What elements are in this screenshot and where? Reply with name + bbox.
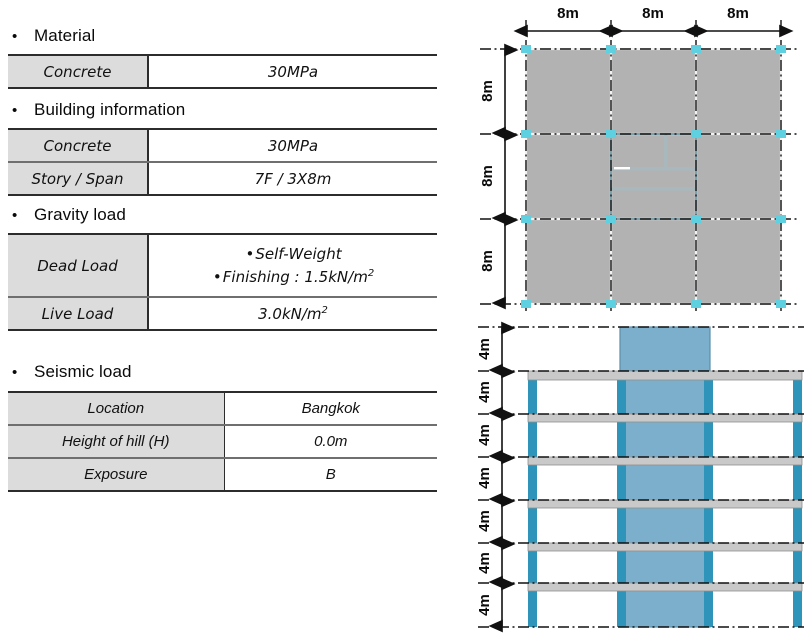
- grid-lines: [480, 20, 800, 312]
- elev-dim-4: 4m: [476, 467, 493, 489]
- table-row: Dead Load •Self-Weight •Finishing : 1.5k…: [8, 233, 437, 298]
- row-value: 0.0m: [224, 425, 437, 459]
- heading-text: Seismic load: [34, 362, 132, 381]
- table-row: Exposure B: [8, 458, 437, 492]
- plan-dim-top-2: 8m: [642, 5, 664, 22]
- plan-dim-left-2: 8m: [479, 165, 496, 187]
- dead-load-item-1-text: Self-Weight: [255, 245, 342, 263]
- slab-panels: [526, 49, 781, 304]
- building-information-table: Concrete 30MPa Story / Span 7F / 3X8m: [8, 128, 437, 196]
- row-label: Location: [8, 391, 225, 426]
- row-label: Concrete: [8, 54, 149, 89]
- plan-dim-left-3: 8m: [479, 250, 496, 272]
- row-label: Concrete: [8, 128, 149, 163]
- row-value: 30MPa: [148, 54, 437, 89]
- row-label: Dead Load: [8, 233, 149, 298]
- core-partition-fills: [612, 135, 696, 191]
- row-label: Height of hill (H): [8, 425, 225, 459]
- row-value-list: •Self-Weight •Finishing : 1.5kN/m2: [148, 233, 437, 298]
- table-row: Concrete 30MPa: [8, 54, 437, 89]
- row-value: 3.0kN/m2: [148, 297, 437, 331]
- unit-exponent: 2: [367, 267, 375, 279]
- gravity-load-table: Dead Load •Self-Weight •Finishing : 1.5k…: [8, 233, 437, 331]
- row-label: Live Load: [8, 297, 149, 331]
- elev-dim-6: 4m: [476, 552, 493, 574]
- section-heading-seismic-load: • Seismic load: [12, 362, 132, 382]
- table-row: Height of hill (H) 0.0m: [8, 425, 437, 459]
- bullet-icon: •: [12, 364, 18, 381]
- plan-dim-left-1: 8m: [479, 80, 496, 102]
- elev-dim-2: 4m: [476, 381, 493, 403]
- column-markers: [521, 45, 786, 308]
- plan-dim-top-1: 8m: [557, 5, 579, 22]
- structural-floor-plan: 8m 8m 8m 8m 8m 8m: [460, 0, 804, 315]
- bullet-icon: •: [12, 207, 18, 224]
- penthouse-core-wall: [619, 326, 711, 372]
- row-value: B: [224, 458, 437, 492]
- section-heading-gravity-load: • Gravity load: [12, 205, 126, 225]
- unit-exponent: 2: [321, 304, 328, 316]
- seismic-load-table: Location Bangkok Height of hill (H) 0.0m…: [8, 391, 437, 492]
- row-value: Bangkok: [224, 391, 437, 426]
- row-value-text: 3.0kN/m: [258, 304, 322, 323]
- heading-text: Building information: [34, 100, 186, 119]
- columns: [528, 371, 802, 627]
- table-row: Location Bangkok: [8, 391, 437, 426]
- dead-load-item-2-text: Finishing : 1.5kN/m: [222, 267, 368, 286]
- bullet-icon: •: [245, 245, 255, 263]
- core-opening: [614, 167, 630, 170]
- row-label: Story / Span: [8, 162, 149, 196]
- heading-text: Material: [34, 26, 96, 45]
- bullet-icon: •: [12, 28, 18, 45]
- section-heading-material: • Material: [12, 26, 95, 46]
- table-row: Live Load 3.0kN/m2: [8, 297, 437, 331]
- elev-dim-1: 4m: [476, 338, 493, 360]
- dead-load-item-2: •Finishing : 1.5kN/m2: [149, 266, 437, 289]
- table-row: Concrete 30MPa: [8, 128, 437, 163]
- elev-dim-5: 4m: [476, 510, 493, 532]
- dead-load-item-1: •Self-Weight: [149, 243, 437, 266]
- story-grid-lines: [478, 326, 804, 628]
- material-table: Concrete 30MPa: [8, 54, 437, 89]
- elev-dim-3: 4m: [476, 424, 493, 446]
- elev-dim-7: 4m: [476, 594, 493, 616]
- row-value: 30MPa: [148, 128, 437, 163]
- building-elevation: 4m 4m 4m 4m 4m 4m 4m: [460, 315, 804, 637]
- specification-panel: • Material Concrete 30MPa • Building infor…: [8, 26, 437, 492]
- row-value: 7F / 3X8m: [148, 162, 437, 196]
- plan-dim-top-3: 8m: [727, 5, 749, 22]
- section-heading-building-information: • Building information: [12, 100, 185, 120]
- bullet-icon: •: [212, 267, 222, 286]
- heading-text: Gravity load: [34, 205, 126, 224]
- table-row: Story / Span 7F / 3X8m: [8, 162, 437, 196]
- row-label: Exposure: [8, 458, 225, 492]
- bullet-icon: •: [12, 102, 18, 119]
